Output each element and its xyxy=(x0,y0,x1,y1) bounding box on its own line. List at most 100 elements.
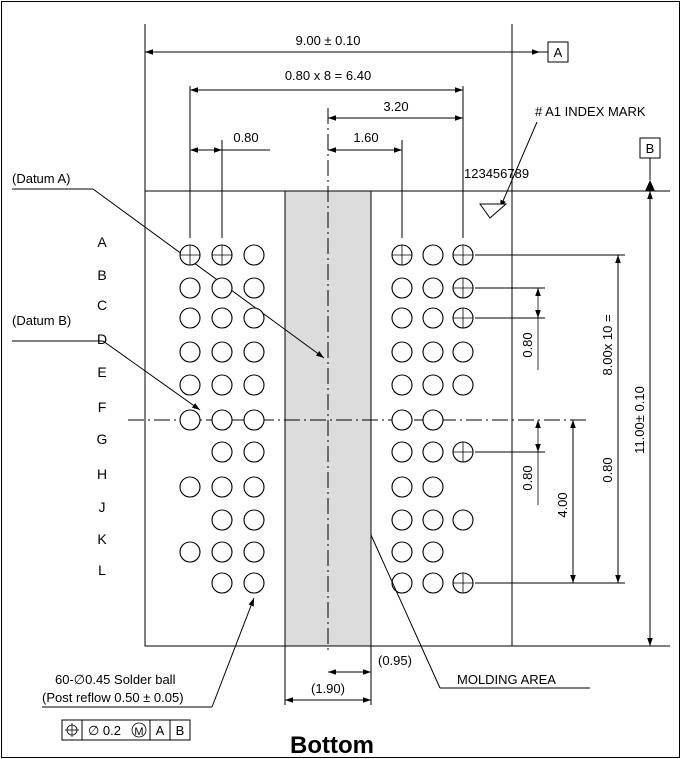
pitch-lower-text: 0.80 xyxy=(520,465,535,490)
solder-ball xyxy=(422,374,444,396)
solder-ball-marked xyxy=(391,244,413,266)
solder-ball xyxy=(211,409,233,431)
solder-ball xyxy=(179,409,201,431)
index-mark-leader xyxy=(499,121,538,209)
tolerance-datum2: B xyxy=(176,723,185,738)
row-label: H xyxy=(97,466,107,482)
datum-b-label: (Datum B) xyxy=(12,313,71,328)
solder-ball xyxy=(391,374,413,396)
solder-ball xyxy=(211,509,233,531)
solder-ball xyxy=(179,476,201,498)
solder-ball-note-line2: (Post reflow 0.50 ± 0.05) xyxy=(42,690,184,705)
solder-ball xyxy=(179,277,201,299)
solder-ball-note-line1: 60-∅0.45 Solder ball xyxy=(55,672,176,687)
four-text: 4.00 xyxy=(555,492,570,517)
datum-a-label: (Datum A) xyxy=(12,171,71,186)
solder-ball-marked xyxy=(452,572,474,594)
molding-area-leader xyxy=(370,534,441,689)
solder-ball xyxy=(243,341,265,363)
solder-ball xyxy=(422,572,444,594)
molding-area-text: MOLDING AREA xyxy=(457,672,556,687)
solder-ball xyxy=(179,541,201,563)
solder-ball xyxy=(211,541,233,563)
tolerance-datum1: A xyxy=(156,723,165,738)
solder-ball xyxy=(422,509,444,531)
row-label: E xyxy=(97,364,106,380)
column-numbers-text: 123456789 xyxy=(464,166,529,181)
pitch-upper-text: 0.80 xyxy=(520,332,535,357)
solder-ball-marked xyxy=(452,277,474,299)
solder-ball xyxy=(391,341,413,363)
solder-ball xyxy=(211,572,233,594)
solder-ball xyxy=(452,374,474,396)
solder-ball xyxy=(452,509,474,531)
row-label: L xyxy=(98,562,106,578)
datum-b-arrow xyxy=(645,180,655,191)
solder-ball xyxy=(243,541,265,563)
solder-ball xyxy=(243,572,265,594)
solder-ball xyxy=(243,277,265,299)
datum-b-leader xyxy=(102,340,201,411)
solder-ball-marked xyxy=(452,307,474,329)
solder-ball xyxy=(391,277,413,299)
row-label: B xyxy=(97,267,106,283)
row-label: J xyxy=(99,499,106,515)
solder-ball xyxy=(243,374,265,396)
solder-ball xyxy=(422,244,444,266)
pitch-top-text: 0.80 xyxy=(233,130,258,145)
mold-width-text: (1.90) xyxy=(311,681,345,696)
eight-text: 8.00x 10 = xyxy=(600,314,615,375)
row-label: A xyxy=(97,234,107,250)
datum-b-box-label: B xyxy=(646,141,655,156)
row-label: C xyxy=(97,297,107,313)
datum-a-box xyxy=(547,41,569,63)
solder-ball-leader xyxy=(211,597,255,708)
solder-ball xyxy=(391,541,413,563)
view-title: Bottom xyxy=(290,732,374,759)
solder-ball-marked xyxy=(452,441,474,463)
solder-ball xyxy=(391,409,413,431)
solder-ball xyxy=(211,307,233,329)
solder-ball xyxy=(211,441,233,463)
package-outline xyxy=(144,191,513,647)
solder-ball xyxy=(422,476,444,498)
inner-span-text: 1.60 xyxy=(353,130,378,145)
solder-ball xyxy=(422,277,444,299)
solder-ball xyxy=(422,341,444,363)
pitch-mid-text: 0.80 xyxy=(600,457,615,482)
solder-ball xyxy=(422,441,444,463)
datum-a-leader xyxy=(92,188,325,359)
solder-ball xyxy=(243,509,265,531)
solder-ball xyxy=(179,341,201,363)
index-mark-triangle xyxy=(479,203,508,219)
mmc-modifier-circle xyxy=(131,722,147,738)
tolerance-value: ∅ 0.2 xyxy=(88,723,121,738)
solder-ball-marked xyxy=(452,244,474,266)
index-mark-text: # A1 INDEX MARK xyxy=(535,104,646,119)
solder-ball xyxy=(211,277,233,299)
solder-ball xyxy=(243,441,265,463)
overall-height-text: 11.00± 0.10 xyxy=(632,386,647,454)
half-mold-text: (0.95) xyxy=(378,653,412,668)
pitch-total-text: 0.80 x 8 = 6.40 xyxy=(285,68,371,83)
solder-ball xyxy=(391,441,413,463)
solder-ball-marked xyxy=(179,244,201,266)
solder-ball xyxy=(422,409,444,431)
feature-control-frame: ∅ 0.2 M A B xyxy=(61,719,191,741)
solder-ball xyxy=(211,374,233,396)
solder-ball-marked xyxy=(211,244,233,266)
solder-ball xyxy=(243,307,265,329)
solder-ball-array xyxy=(179,244,474,594)
solder-ball xyxy=(452,341,474,363)
row-label: D xyxy=(97,331,107,347)
solder-ball xyxy=(211,341,233,363)
row-label: K xyxy=(97,531,107,547)
solder-ball xyxy=(422,307,444,329)
row-label: F xyxy=(98,399,107,415)
tolerance-modifier: M xyxy=(134,726,143,738)
datum-a-box-label: A xyxy=(554,45,563,60)
